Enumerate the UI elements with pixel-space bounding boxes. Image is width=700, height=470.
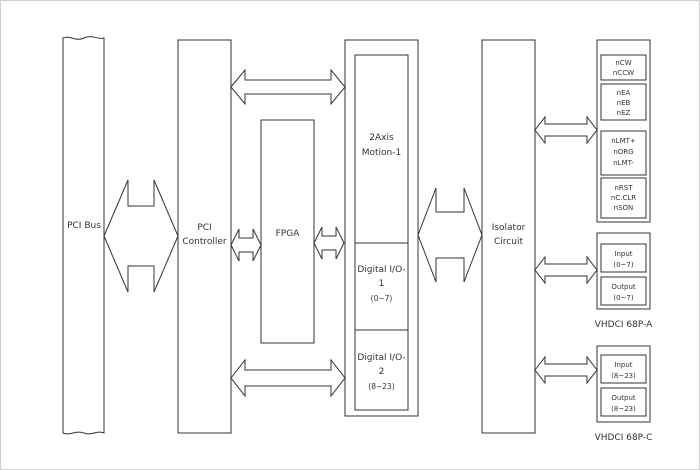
dio2-label-line3: (8~23): [368, 382, 395, 391]
arrow-controller-fpga: [230, 228, 262, 262]
arrow-isolator-io-c: [534, 355, 598, 385]
motion-label-line2: Motion-1: [362, 148, 402, 158]
dio2-label-line1: Digital I/O-: [357, 353, 405, 363]
isolator-label-line2: Circuit: [494, 237, 523, 247]
fpga-block: FPGA: [260, 119, 315, 344]
pci-controller-label-line1: PCI: [197, 223, 211, 233]
connector-a-signal-nlmt-minus: nLMT-: [613, 159, 634, 167]
pci-controller-block: PCI Controller: [177, 39, 232, 434]
arrow-group-isolator: [417, 187, 483, 283]
dio1-label-line3: (0~7): [371, 294, 393, 303]
connector-a-signal-ncw: nCW: [615, 59, 631, 67]
connector-a-signal-nson: nSON: [614, 204, 634, 212]
connector-c: Input (8~23) Output (8~23) VHDCI 68P-C: [595, 345, 653, 443]
dio1-label-line1: Digital I/O-: [357, 265, 405, 275]
arrow-fpga-dio: [313, 226, 345, 260]
connector-a-signal-norg: nORG: [613, 148, 633, 156]
arrow-controller-motion: [230, 68, 346, 106]
connector-c-input-range: (8~23): [611, 372, 636, 380]
connector-a-input-range: (0~7): [613, 261, 634, 269]
connector-a-output-label: Output: [611, 283, 636, 291]
dio2-label-line2: 2: [379, 367, 385, 377]
arrow-isolator-motion-signals: [534, 115, 598, 145]
connector-a-input-label: Input: [614, 250, 632, 258]
pci-bus-block: PCI Bus: [62, 36, 105, 435]
pci-bus-label: PCI Bus: [67, 221, 101, 231]
dio1-block: Digital I/O- 1 (0~7): [357, 265, 405, 303]
connector-c-output-range: (8~23): [611, 405, 636, 413]
connector-a-signal-neb: nEB: [617, 99, 631, 107]
connector-a-label: VHDCI 68P-A: [595, 320, 653, 330]
connector-a-signal-nea: nEA: [617, 89, 631, 97]
isolator-block: Isolator Circuit: [481, 39, 536, 434]
arrow-isolator-io-a: [534, 255, 598, 285]
function-group: [344, 39, 419, 417]
connector-a-signal-nc-clr: nC.CLR: [611, 194, 636, 202]
isolator-label-line1: Isolator: [492, 223, 526, 233]
connector-a-signal-nrst: nRST: [614, 184, 633, 192]
motion-label-line1: 2Axis: [369, 133, 394, 143]
connector-a-signal-nlmt-plus: nLMT+: [611, 137, 636, 145]
arrow-controller-dio2: [230, 358, 346, 398]
connector-a-signal-nccw: nCCW: [613, 69, 634, 77]
connector-a: nCW nCCW nEA nEB nEZ nLMT+ nORG nLMT- nR…: [595, 39, 653, 330]
dio1-label-line2: 1: [379, 279, 385, 289]
connector-c-label: VHDCI 68P-C: [595, 433, 653, 443]
pci-controller-label-line2: Controller: [182, 237, 227, 247]
motion-block: 2Axis Motion-1: [362, 133, 402, 158]
arrow-bus-controller: [103, 179, 179, 293]
fpga-label: FPGA: [276, 229, 301, 239]
connector-c-input-label: Input: [614, 361, 632, 369]
connector-a-signal-nez: nEZ: [617, 109, 631, 117]
connector-c-output-label: Output: [611, 394, 636, 402]
dio2-block: Digital I/O- 2 (8~23): [357, 353, 405, 391]
connector-a-output-range: (0~7): [613, 294, 634, 302]
